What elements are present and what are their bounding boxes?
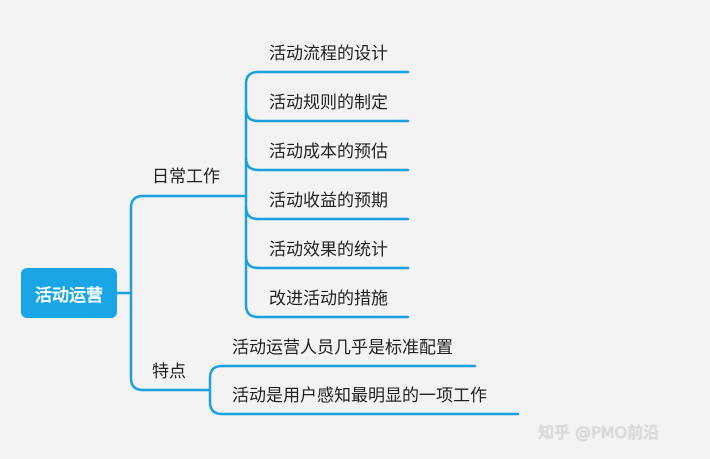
leaf-connector [244,156,260,172]
watermark: 知乎 @PMO前沿 [538,423,660,442]
leaf-node: 活动效果的统计 [269,240,388,260]
leaf-node: 活动规则的制定 [269,93,388,113]
trunk-connector [129,194,145,392]
leaf-node: 活动成本的预估 [269,142,388,162]
root-node-label: 活动运营 [35,285,103,306]
leaf-node: 活动流程的设计 [269,44,388,64]
root-node: 活动运营 [21,268,117,318]
leaf-node: 活动是用户感知最明显的一项工作 [232,386,487,406]
branch-features-spine [208,364,224,416]
leaf-connector [244,254,260,270]
leaf-node: 改进活动的措施 [269,289,388,309]
leaf-connector [244,205,260,221]
leaf-node: 活动收益的预期 [269,191,388,211]
leaf-connector [244,107,260,123]
branch-features-label: 特点 [152,362,186,382]
leaf-node: 活动运营人员几乎是标准配置 [232,338,453,358]
branch-daily-work-label: 日常工作 [152,167,220,187]
branch-daily-spine [244,70,260,319]
